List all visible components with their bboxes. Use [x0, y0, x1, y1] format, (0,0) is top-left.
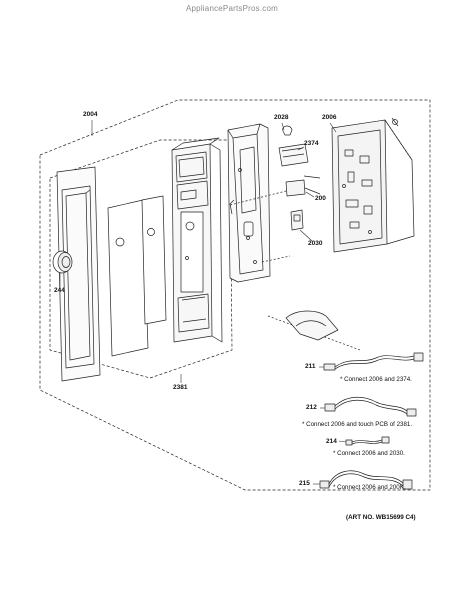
art-number: (ART NO. WB15699 C4) — [346, 514, 416, 521]
callout-244: 244 — [54, 287, 65, 294]
callout-214: 214 — [326, 438, 337, 445]
callout-212: 212 — [306, 404, 317, 411]
note-215: * Connect 2006 and 200K. — [333, 484, 406, 491]
note-212: * Connect 2006 and touch PCB of 2381. — [302, 421, 413, 428]
clip-2028 — [282, 125, 293, 136]
callout-2006: 2006 — [322, 114, 337, 121]
wire-harness-211 — [323, 352, 424, 371]
knob-244 — [52, 250, 73, 274]
control-panel-housing — [171, 137, 223, 343]
note-211: * Connect 2006 and 2374. — [340, 376, 412, 383]
callout-2004: 2004 — [83, 111, 98, 118]
callout-2028: 2028 — [274, 114, 289, 121]
callout-211: 211 — [305, 363, 316, 370]
board-2374 — [278, 143, 309, 167]
note-214: * Connect 2006 and 2030. — [333, 450, 405, 457]
callout-2374: 2374 — [304, 140, 319, 147]
assembly-2004-boundary — [39, 99, 431, 491]
callout-200: 200 — [315, 195, 326, 202]
ribbon-cable — [285, 310, 339, 341]
overlay-sheet-rear — [141, 195, 167, 325]
watermark: AppliancePartsPros.com — [186, 4, 278, 13]
switch-2030 — [290, 209, 304, 231]
callout-2030: 2030 — [308, 240, 323, 247]
wire-harness-212 — [324, 396, 417, 417]
wire-harness-215 — [319, 470, 413, 490]
mounting-bracket — [227, 123, 271, 283]
callout-215: 215 — [299, 480, 310, 487]
main-pcb-2006 — [331, 117, 415, 253]
callout-2381: 2381 — [173, 384, 188, 391]
leader-lines — [59, 120, 347, 485]
assembly-2381-boundary — [49, 139, 233, 379]
wire-harness-214 — [345, 436, 390, 446]
component-200 — [285, 179, 306, 197]
overlay-sheet-front — [107, 199, 149, 357]
